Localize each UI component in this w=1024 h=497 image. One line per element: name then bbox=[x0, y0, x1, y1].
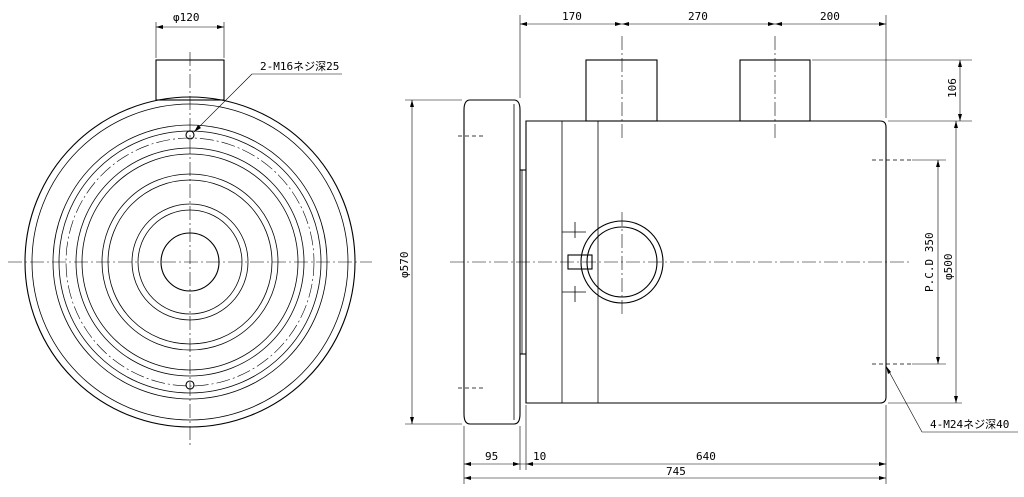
main-body bbox=[525, 120, 887, 404]
dim-bottom-640: 640 bbox=[696, 450, 716, 463]
dim-top-270: 270 bbox=[688, 10, 708, 23]
dim-top-200: 200 bbox=[820, 10, 840, 23]
dim-nozzle-height: 106 bbox=[946, 78, 959, 98]
note-tap-holes: 2-M16ネジ深25 bbox=[260, 60, 339, 73]
side-view: 170 270 200 106 φ570 P.C.D 350 φ500 bbox=[398, 10, 1018, 484]
top-nozzle-1 bbox=[585, 59, 658, 122]
dim-bottom-10: 10 bbox=[533, 450, 546, 463]
flange-outline bbox=[463, 99, 521, 425]
front-view: φ120 2-M16ネジ深25 bbox=[8, 11, 372, 445]
dim-total: 745 bbox=[666, 465, 686, 478]
dim-nozzle-dia: φ120 bbox=[173, 11, 200, 24]
dim-bottom-95: 95 bbox=[485, 450, 498, 463]
note-bolt-holes: 4-M24ネジ深40 bbox=[930, 418, 1009, 431]
dim-top-170: 170 bbox=[562, 10, 582, 23]
dim-body-dia: φ500 bbox=[942, 254, 955, 281]
dim-flange-dia: φ570 bbox=[398, 252, 411, 279]
dim-pcd: P.C.D 350 bbox=[923, 232, 936, 292]
